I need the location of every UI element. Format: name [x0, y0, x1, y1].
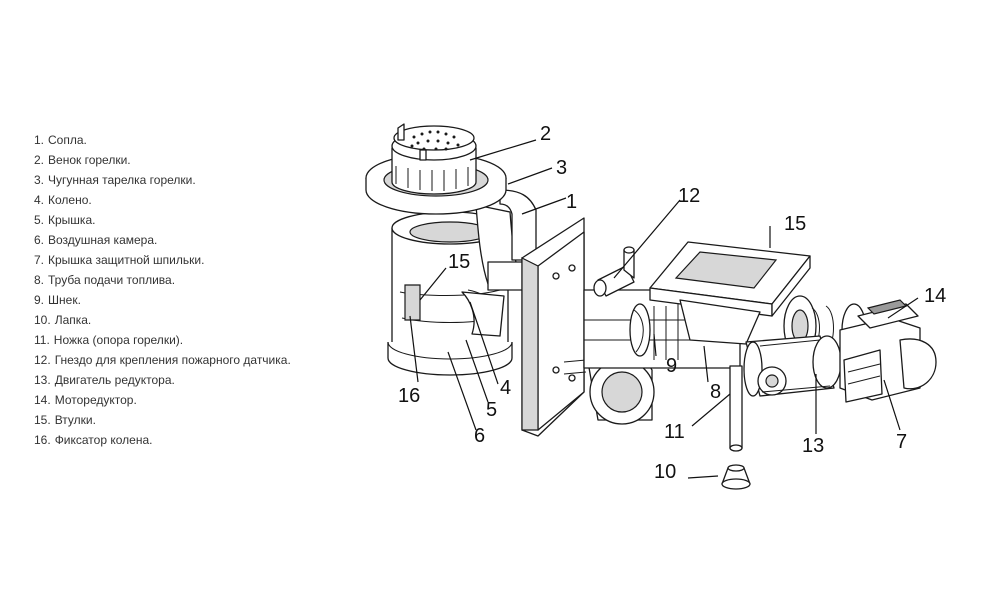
- callout-12: 12: [678, 185, 700, 207]
- legend-item-15: 15.Втулки.: [34, 413, 96, 427]
- callout-15-bushing: 15: [448, 251, 470, 273]
- callout-11: 11: [664, 421, 685, 443]
- callout-4: 4: [500, 377, 511, 399]
- burner-leg: [729, 365, 743, 452]
- legend-item-4: 4.Колено.: [34, 193, 92, 207]
- callout-3: 3: [556, 157, 567, 179]
- callout-10: 10: [654, 461, 676, 483]
- legend-item-6: 6.Воздушная камера.: [34, 233, 158, 247]
- leader-lines: [409, 139, 919, 479]
- callout-14: 14: [924, 285, 946, 307]
- callout-5: 5: [486, 399, 497, 421]
- fuel-hopper-inlet: [649, 241, 811, 345]
- legend-item-2: 2.Венок горелки.: [34, 153, 131, 167]
- legend-item-10: 10.Лапка.: [34, 313, 92, 327]
- callout-16: 16: [398, 385, 420, 407]
- callout-6: 6: [474, 425, 485, 447]
- fire-sensor-socket: [593, 246, 635, 297]
- legend-item-13: 13.Двигатель редуктора.: [34, 373, 175, 387]
- parts-legend: 1.Сопла. 2.Венок горелки. 3.Чугунная тар…: [34, 130, 334, 450]
- nozzle-holes: [410, 130, 460, 151]
- callout-13: 13: [802, 435, 824, 457]
- legend-item-11: 11.Ножка (опора горелки).: [34, 333, 184, 347]
- burner-head: [365, 123, 507, 215]
- legend-item-3: 3.Чугунная тарелка горелки.: [34, 173, 196, 187]
- callout-9: 9: [666, 355, 677, 377]
- legend-item-16: 16.Фиксатор колена.: [34, 433, 153, 447]
- legend-item-1: 1.Сопла.: [34, 133, 87, 147]
- legend-item-9: 9.Шнек.: [34, 293, 81, 307]
- legend-item-5: 5.Крышка.: [34, 213, 96, 227]
- callout-2: 2: [540, 123, 551, 145]
- legend-item-8: 8.Труба подачи топлива.: [34, 273, 176, 287]
- legend-item-7: 7.Крышка защитной шпильки.: [34, 253, 205, 267]
- callout-7: 7: [896, 431, 907, 453]
- callout-8: 8: [710, 381, 721, 403]
- legend-item-14: 14.Моторедуктор.: [34, 393, 137, 407]
- callout-15-hopper: 15: [784, 213, 806, 235]
- gear-motor: [743, 335, 842, 397]
- motor-reducer: [839, 299, 937, 403]
- legend-item-12: 12.Гнездо для крепления пожарного датчик…: [34, 353, 291, 367]
- burner-foot: [721, 464, 751, 490]
- callout-1: 1: [566, 191, 577, 213]
- mounting-flange: [521, 217, 585, 437]
